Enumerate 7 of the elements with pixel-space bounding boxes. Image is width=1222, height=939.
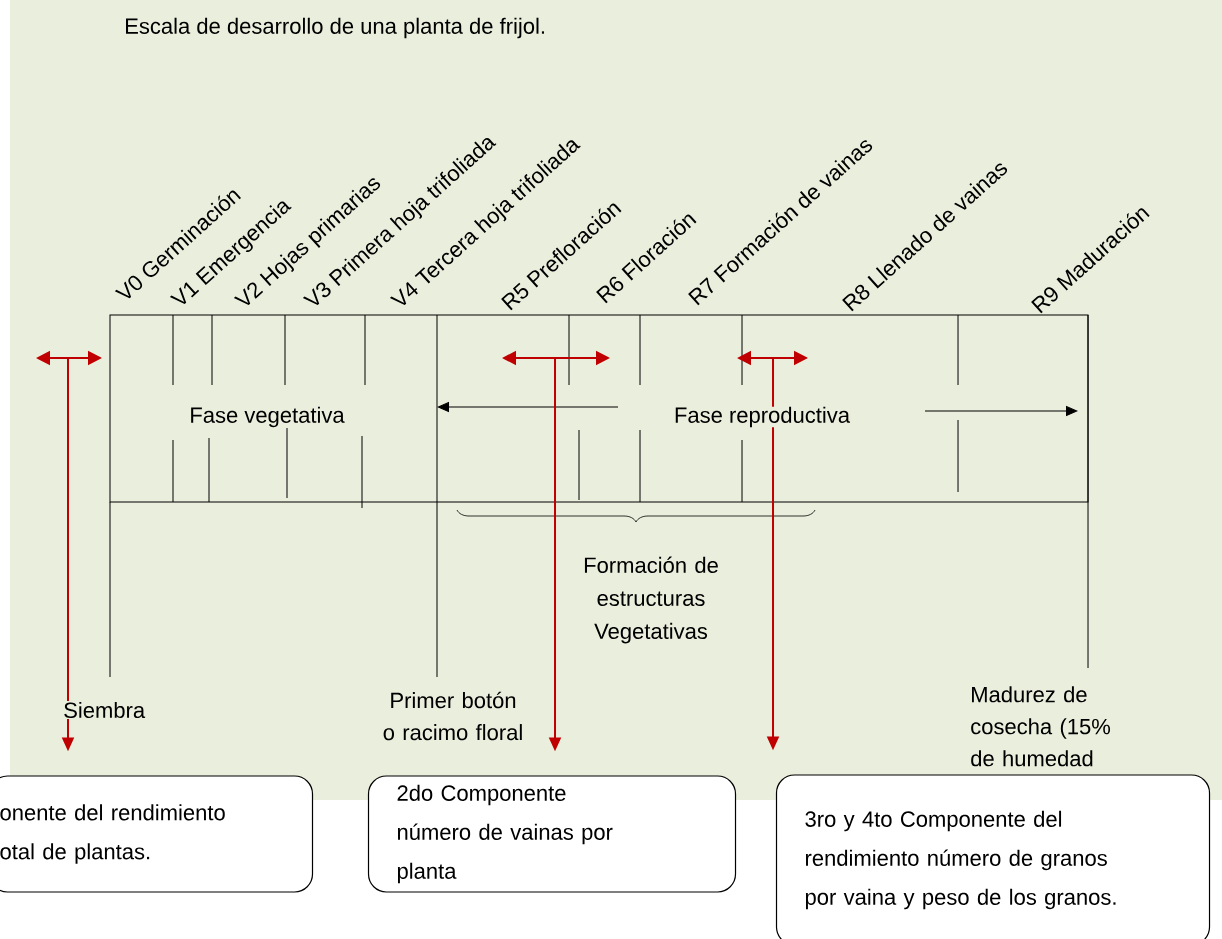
phase-label: Fase vegetativa <box>191 406 345 428</box>
title: Escala de desarrollo de una planta de frijol. <box>126 17 545 39</box>
text-box: 2do Componente número de vainas por planta <box>367 775 737 893</box>
stage-label: Primer botón o racimo floral <box>383 691 522 741</box>
text-box: onente del rendimiento otal de plantas. <box>0 775 314 893</box>
text-box: 3ro y 4to Componente del rendimiento número de granos por vaina y peso de los granos. <box>775 774 1211 939</box>
brace-label: Formación de estructuras Vegetativas <box>584 556 718 644</box>
